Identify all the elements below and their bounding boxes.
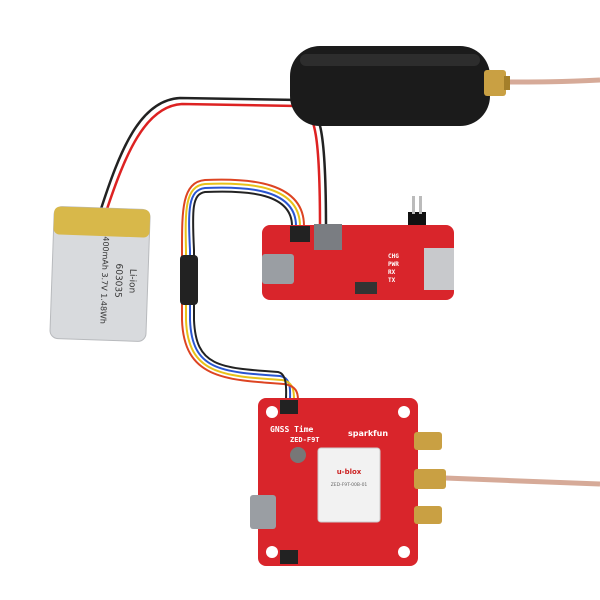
tx-label: TX: [388, 277, 396, 284]
sma-connectors: [414, 432, 446, 524]
pwr-label: PWR: [388, 261, 399, 268]
battery-label-2: 603035: [112, 263, 123, 298]
mounting-hole: [266, 406, 278, 418]
brand-logo: sparkfun: [348, 429, 388, 438]
mounting-hole: [398, 406, 410, 418]
qwiic-connector: [280, 400, 298, 414]
battery-backup: [290, 447, 306, 463]
rx-label: RX: [388, 269, 396, 276]
board-title: GNSS Time: [270, 424, 314, 434]
controller-board: CHG PWR RX TX: [262, 224, 454, 300]
battery-label-1: Li-ion: [126, 269, 137, 294]
sma-connector-bottom: [414, 506, 442, 524]
gnss-board: u-blox ZED-F9T-00B-01 GNSS Time ZED-F9T …: [250, 398, 418, 566]
chip: [355, 282, 377, 294]
header-pins: [408, 196, 426, 226]
sma-connector-top: [414, 432, 442, 450]
antenna-sma-connector: [484, 70, 506, 96]
mounting-hole: [266, 546, 278, 558]
gnss-module: [317, 447, 381, 523]
battery-jst-connector: [314, 224, 342, 250]
qwiic-wire-yellow: [184, 182, 301, 401]
heat-shrink: [180, 255, 198, 305]
qwiic-connector: [290, 226, 310, 242]
gnss-antenna: [290, 46, 510, 126]
mounting-hole: [398, 546, 410, 558]
qwiic-connector: [280, 550, 298, 564]
antenna-cable-top: [504, 77, 600, 85]
chg-label: CHG: [388, 253, 399, 260]
battery-wire-red: [104, 102, 322, 229]
lipo-battery: Li-ion 603035 400mAh 3.7V 1.48Wh: [49, 206, 151, 342]
antenna-cable-bottom: [444, 475, 600, 487]
sma-connector-middle: [414, 469, 446, 489]
qwiic-wire-blue: [188, 186, 297, 401]
usb-c-port: [262, 254, 294, 284]
battery-label-3: 400mAh 3.7V 1.48Wh: [98, 236, 110, 324]
battery-tape: [53, 206, 151, 238]
module-part: ZED-F9T-00B-01: [331, 482, 368, 488]
usb-c-port: [250, 495, 276, 529]
battery-wire-black: [98, 96, 328, 229]
module-brand: u-blox: [337, 468, 362, 476]
wireless-module: [424, 248, 454, 290]
board-model: ZED-F9T: [290, 436, 320, 444]
